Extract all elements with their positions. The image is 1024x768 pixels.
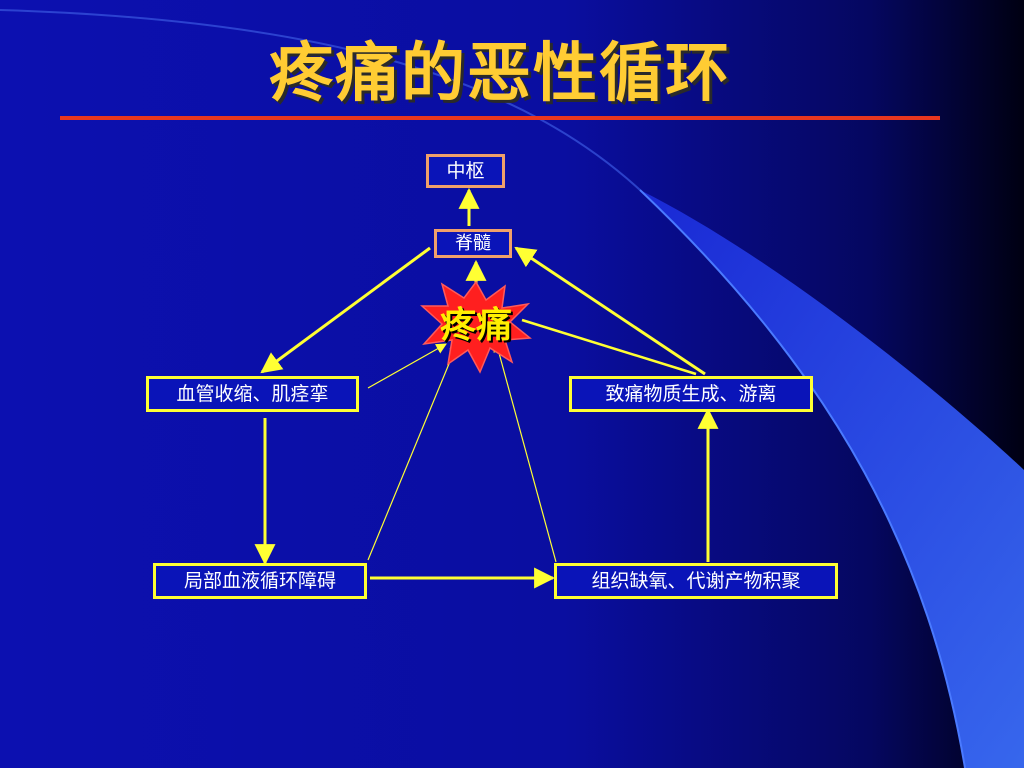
pain-burst-shape (420, 280, 532, 374)
node-tissue-hypoxia: 组织缺氧、代谢产物积聚 (554, 563, 838, 599)
arrow-vasospasm-to-pain (367, 343, 447, 389)
node-spinal-cord: 脊髓 (434, 229, 512, 258)
arrow-circulation-to-pain (367, 341, 460, 561)
node-local-circulation: 局部血液循环障碍 (153, 563, 367, 599)
arrow-hypoxia-to-pain (493, 340, 557, 563)
slide-title: 疼痛的恶性循环 (269, 36, 731, 111)
node-vasospasm: 血管收缩、肌痉挛 (146, 376, 359, 412)
title-underline (60, 116, 940, 120)
arrow-substances-to-spinal (514, 246, 706, 376)
node-pain-substances: 致痛物质生成、游离 (569, 376, 813, 412)
pain-burst-label: 疼痛 (439, 304, 512, 346)
arrow-spinal-to-vasospasm (260, 246, 431, 374)
line-substances-to-pain (521, 318, 697, 376)
node-center: 中枢 (426, 154, 505, 188)
